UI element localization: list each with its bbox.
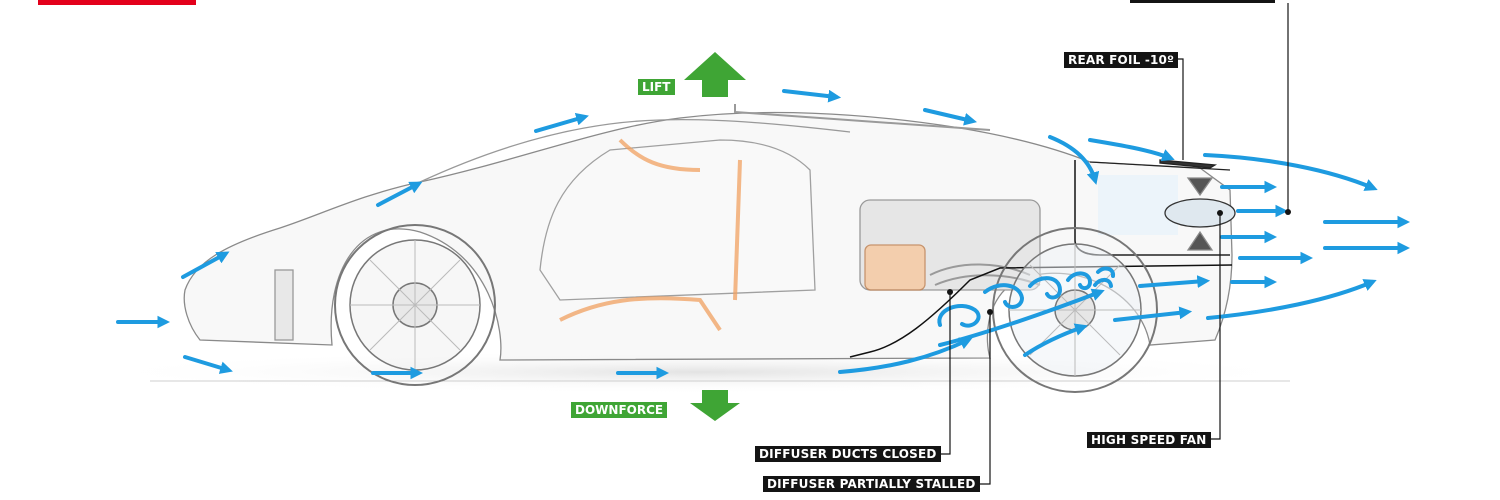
airflow-arrow bbox=[782, 89, 842, 103]
leader-rear-foil bbox=[1172, 58, 1184, 160]
rear-foil-label: REAR FOIL -10º bbox=[1064, 52, 1179, 68]
airflow-arrow bbox=[1206, 279, 1377, 320]
roll-cage bbox=[559, 138, 742, 332]
airflow-arrows bbox=[116, 89, 1411, 380]
fan-housing bbox=[1164, 198, 1236, 228]
rear-foil-shape bbox=[1159, 159, 1218, 169]
vortex-swirl bbox=[937, 304, 981, 328]
leader-diffuser-ducts bbox=[937, 292, 951, 455]
lift-arrow bbox=[684, 52, 746, 97]
airflow-arrow bbox=[1203, 153, 1378, 191]
vortex-swirl bbox=[1028, 276, 1063, 300]
diffuser-ducts-closed-label: DIFFUSER DUCTS CLOSED bbox=[755, 446, 941, 462]
fan-blades bbox=[1186, 177, 1214, 251]
airflow-arrow bbox=[938, 288, 1105, 347]
airflow-arrow bbox=[838, 337, 973, 374]
airflow-arrow bbox=[376, 181, 423, 207]
high-speed-fan-label: HIGH SPEED FAN bbox=[1087, 432, 1211, 448]
diffuser-vortices bbox=[937, 266, 1116, 328]
airflow-arrow bbox=[181, 251, 230, 279]
rear-upper-duct bbox=[1089, 161, 1231, 171]
lift-label: LIFT bbox=[638, 79, 675, 95]
vortex-swirl bbox=[983, 283, 1025, 309]
rear-light bbox=[1098, 175, 1178, 235]
airflow-arrow bbox=[1138, 275, 1211, 288]
downforce-label: DOWNFORCE bbox=[571, 402, 668, 418]
door-line bbox=[539, 139, 816, 301]
airflow-arrow bbox=[1088, 138, 1175, 162]
front-radiator bbox=[274, 269, 294, 341]
roof-panel bbox=[734, 104, 991, 131]
downforce-arrow bbox=[690, 390, 740, 421]
diffuser-ramp bbox=[849, 264, 1233, 358]
rear-wheel bbox=[992, 227, 1158, 393]
leader-dots bbox=[947, 209, 1291, 315]
airflow-arrow bbox=[183, 355, 233, 374]
car-sketch bbox=[183, 104, 1236, 361]
airflow-arrow bbox=[534, 113, 589, 133]
front-wheel bbox=[334, 224, 496, 386]
airflow-arrow bbox=[1023, 323, 1088, 357]
canopy bbox=[419, 119, 851, 183]
airflow-arrow bbox=[1113, 306, 1193, 322]
engine-cover bbox=[864, 244, 926, 291]
leader-diffuser-stalled bbox=[975, 315, 991, 485]
top-callout-bar bbox=[1130, 0, 1275, 3]
airflow-arrow bbox=[1048, 135, 1100, 185]
vortex-swirl bbox=[1066, 271, 1093, 291]
diffuser-partially-stalled-label: DIFFUSER PARTIALLY STALLED bbox=[763, 476, 980, 492]
vortex-swirl bbox=[1093, 277, 1113, 288]
airflow-arrow bbox=[923, 108, 977, 126]
header-accent-bar bbox=[38, 0, 196, 5]
vortex-swirl bbox=[1096, 266, 1116, 278]
